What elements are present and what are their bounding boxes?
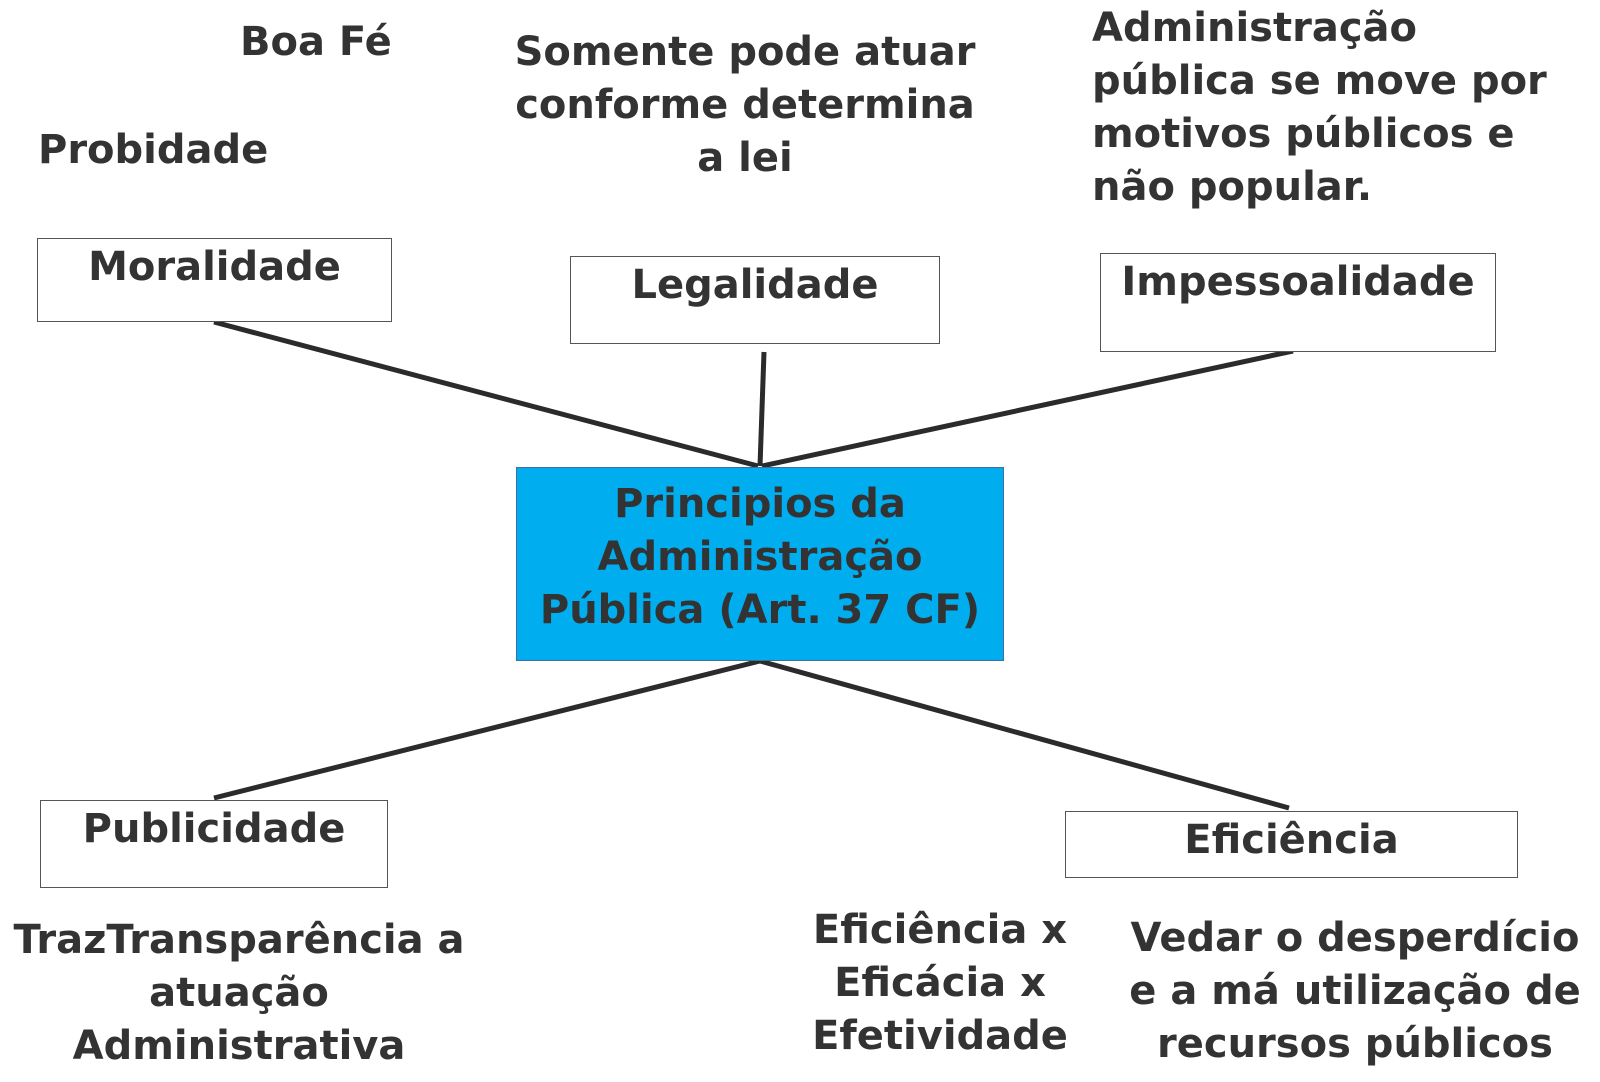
connector-eficiencia — [759, 658, 1290, 811]
note-boa-fe: Boa Fé — [240, 19, 392, 65]
connector-moralidade — [213, 319, 759, 469]
label-impessoalidade: Impessoalidade — [1121, 259, 1475, 305]
box-legalidade: Legalidade — [570, 256, 940, 344]
box-eficiencia: Eficiência — [1065, 811, 1518, 878]
label-eficiencia: Eficiência — [1184, 817, 1399, 863]
connector-impessoalidade — [761, 348, 1294, 469]
connector-legalidade — [757, 351, 767, 467]
note-publicidade: TrazTransparência a atuação Administrati… — [13, 917, 465, 1069]
label-moralidade: Moralidade — [88, 244, 341, 290]
label-publicidade: Publicidade — [82, 806, 346, 852]
box-impessoalidade: Impessoalidade — [1100, 253, 1496, 352]
box-publicidade: Publicidade — [40, 800, 388, 888]
note-impessoalidade: Administração pública se move por motivo… — [1092, 5, 1547, 210]
note-probidade: Probidade — [38, 127, 269, 173]
box-principios-administracao: Principios da Administração Pública (Art… — [516, 467, 1004, 661]
label-legalidade: Legalidade — [631, 262, 879, 308]
box-moralidade: Moralidade — [37, 238, 392, 322]
note-eficiencia-comparacao: Eficiência x Eficácia x Efetividade — [812, 907, 1068, 1059]
note-legalidade: Somente pode atuar conforme determina a … — [514, 29, 976, 181]
note-eficiencia-desperdicio: Vedar o desperdício e a má utilização de… — [1129, 915, 1581, 1067]
label-principios-administracao: Principios da Administração Pública (Art… — [539, 481, 981, 633]
connector-publicidade — [213, 658, 761, 801]
